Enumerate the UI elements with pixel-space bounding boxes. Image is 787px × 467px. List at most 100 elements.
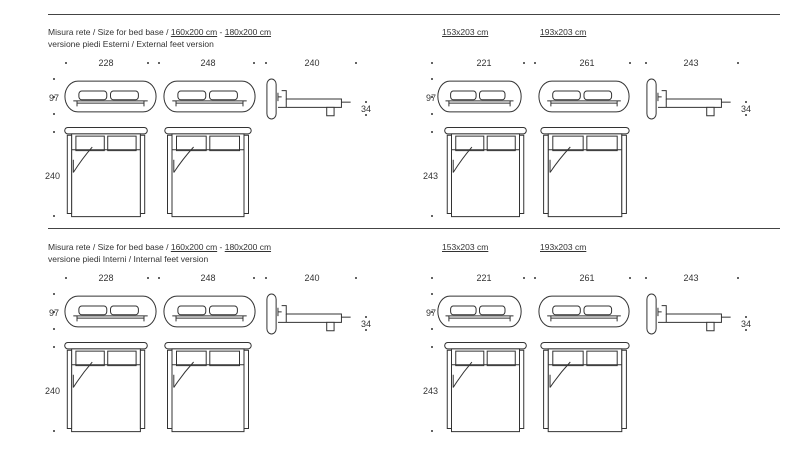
dimension-tick: [431, 311, 433, 313]
bed-front-view: [163, 80, 256, 113]
dimension-tick: [431, 78, 433, 80]
dimension-tick: [523, 277, 525, 279]
dimension-tick: [53, 113, 55, 115]
size-153x203: 153x203 cm: [442, 242, 489, 252]
dimension-tick: [431, 277, 433, 279]
section-divider: [48, 228, 780, 229]
dimension-tick: [365, 101, 367, 103]
dimension-tick: [534, 62, 536, 64]
feet-height-dimension: 34: [741, 104, 752, 114]
dimension-tick: [629, 277, 631, 279]
dimension-tick: [523, 62, 525, 64]
dimension-tick: [355, 277, 357, 279]
dimension-tick: [431, 430, 433, 432]
dimension-tick: [53, 346, 55, 348]
size-153x203: 153x203 cm: [442, 27, 489, 37]
dimension-tick: [365, 316, 367, 318]
dimension-tick: [158, 62, 160, 64]
size-separator: -: [217, 242, 225, 252]
width-dimension: 248: [200, 58, 216, 68]
bed-top-view: [539, 342, 631, 433]
bed-top-view: [443, 342, 528, 433]
dimension-tick: [737, 62, 739, 64]
dimension-tick: [534, 277, 536, 279]
dimension-tick: [65, 277, 67, 279]
dimension-tick: [431, 328, 433, 330]
dimension-tick: [645, 62, 647, 64]
bed-front-view: [437, 295, 522, 328]
bed-side-view: [266, 78, 358, 120]
bed-front-view: [163, 295, 256, 328]
size-label-prefix: Misura rete / Size for bed base /: [48, 27, 171, 37]
bed-side-view: [646, 78, 738, 120]
feet-version-label: versione piedi Interni / Internal feet v…: [48, 254, 209, 264]
size-label: Misura rete / Size for bed base / 160x20…: [48, 27, 271, 37]
height-dimension: 97: [426, 308, 437, 318]
dimension-tick: [431, 215, 433, 217]
size-180x200: 180x200 cm: [224, 242, 272, 252]
dimension-tick: [745, 329, 747, 331]
depth-dimension: 240: [45, 386, 61, 396]
height-dimension: 97: [49, 308, 60, 318]
width-dimension: 221: [476, 58, 492, 68]
size-label: Misura rete / Size for bed base / 160x20…: [48, 242, 271, 252]
dimension-tick: [265, 277, 267, 279]
depth-dimension: 243: [423, 386, 439, 396]
feet-height-dimension: 34: [361, 104, 372, 114]
dimension-tick: [53, 215, 55, 217]
width-dimension: 261: [579, 273, 595, 283]
bed-top-view: [443, 127, 528, 218]
depth-dimension: 240: [45, 171, 61, 181]
dimension-tick: [53, 293, 55, 295]
dimension-tick: [53, 328, 55, 330]
dimension-tick: [737, 277, 739, 279]
bed-side-view: [266, 293, 358, 335]
feet-height-dimension: 34: [741, 319, 752, 329]
dimension-tick: [53, 131, 55, 133]
dimension-tick: [147, 62, 149, 64]
size-label-prefix: Misura rete / Size for bed base /: [48, 242, 171, 252]
dimension-tick: [253, 277, 255, 279]
width-dimension: 221: [476, 273, 492, 283]
size-160x200: 160x200 cm: [170, 242, 218, 252]
dimension-tick: [53, 311, 55, 313]
dimension-tick: [431, 62, 433, 64]
dimension-tick: [158, 277, 160, 279]
dimension-tick: [745, 316, 747, 318]
top-rule: [48, 14, 780, 15]
size-180x200: 180x200 cm: [224, 27, 272, 37]
bed-front-view: [64, 295, 157, 328]
dimension-tick: [645, 277, 647, 279]
dimension-tick: [65, 62, 67, 64]
side-length-dimension: 240: [304, 58, 320, 68]
width-dimension: 228: [98, 58, 114, 68]
bed-front-view: [538, 80, 630, 113]
size-separator: -: [217, 27, 225, 37]
dimension-tick: [431, 293, 433, 295]
side-length-dimension: 243: [683, 58, 699, 68]
dimension-tick: [265, 62, 267, 64]
dimension-tick: [431, 346, 433, 348]
bed-top-view: [63, 342, 149, 433]
dimension-tick: [147, 277, 149, 279]
dimension-tick: [365, 329, 367, 331]
dimension-tick: [431, 131, 433, 133]
dimension-tick: [629, 62, 631, 64]
bed-side-view: [646, 293, 738, 335]
dimension-tick: [53, 78, 55, 80]
dimension-tick: [365, 114, 367, 116]
side-length-dimension: 243: [683, 273, 699, 283]
feet-height-dimension: 34: [361, 319, 372, 329]
width-dimension: 261: [579, 58, 595, 68]
dimension-tick: [53, 430, 55, 432]
bed-top-view: [163, 127, 253, 218]
dimension-tick: [431, 96, 433, 98]
feet-version-label: versione piedi Esterni / External feet v…: [48, 39, 214, 49]
bed-top-view: [63, 127, 149, 218]
width-dimension: 248: [200, 273, 216, 283]
size-193x203: 193x203 cm: [540, 27, 587, 37]
height-dimension: 97: [426, 93, 437, 103]
dimension-tick: [253, 62, 255, 64]
dimension-tick: [745, 114, 747, 116]
